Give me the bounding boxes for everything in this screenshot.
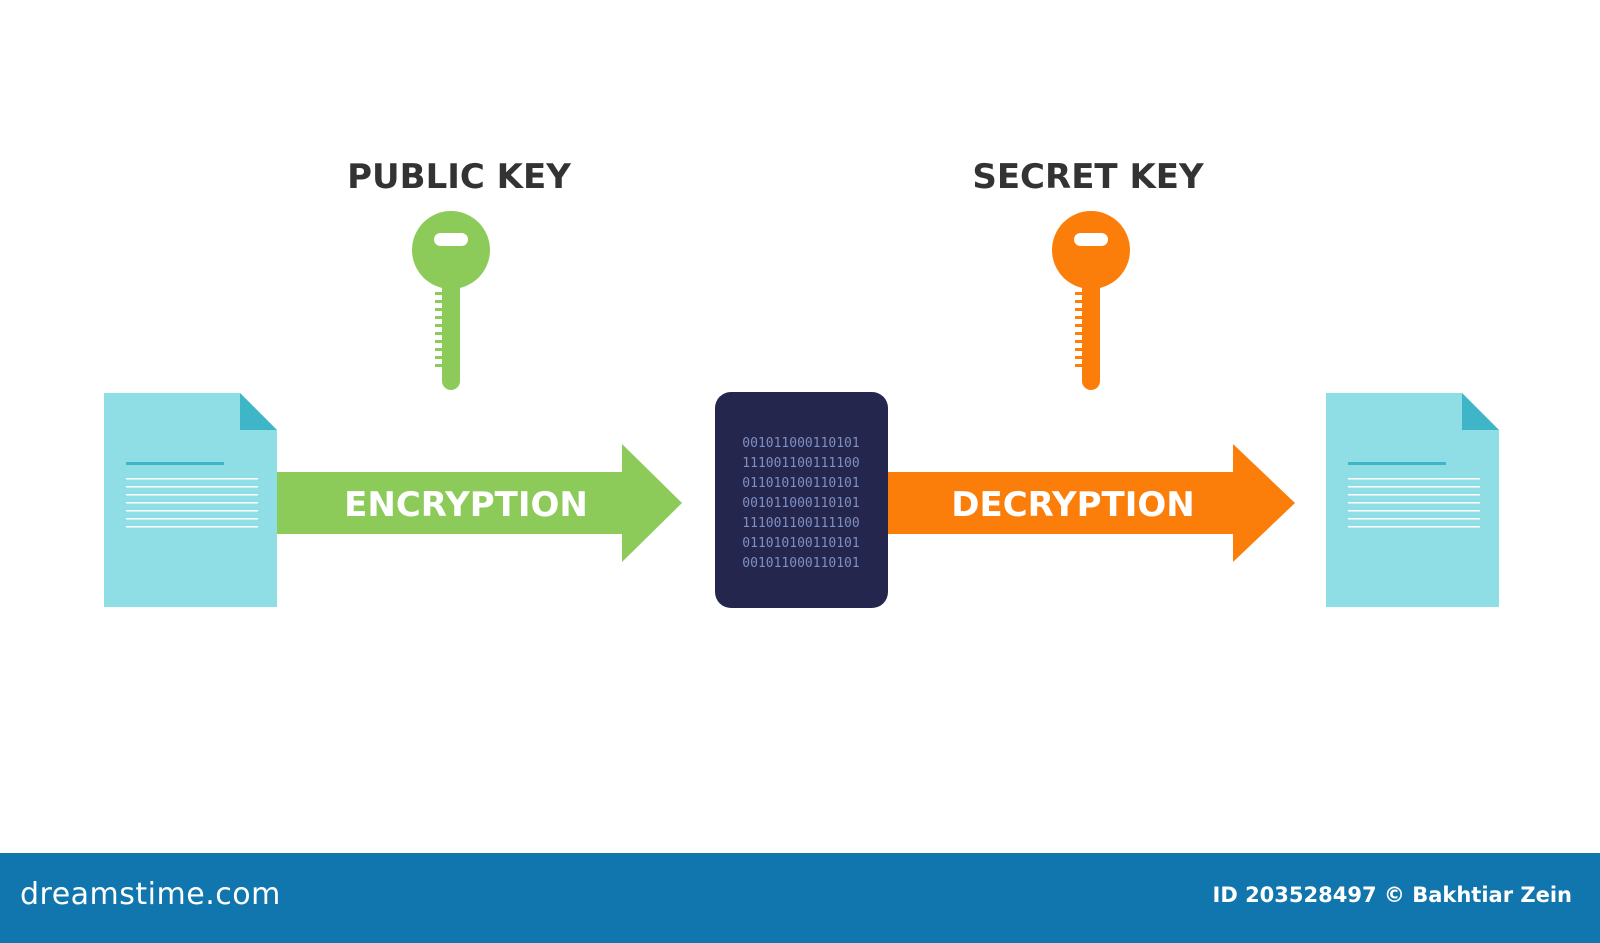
decryption-label: DECRYPTION [951, 485, 1194, 525]
watermark-footer: dreamstime.com ID 203528497 © Bakhtiar Z… [0, 853, 1600, 943]
svg-text:001011000110101: 001011000110101 [742, 556, 859, 571]
svg-text:011010100110101: 011010100110101 [742, 476, 859, 491]
ciphertext-block: 001011000110101 111001100111100 01101010… [715, 392, 888, 608]
public-key-icon [412, 211, 490, 390]
svg-text:111001100111100: 111001100111100 [742, 516, 859, 531]
svg-text:001011000110101: 001011000110101 [742, 496, 859, 511]
decrypted-document-icon [1326, 393, 1499, 607]
image-credit: ID 203528497 © Bakhtiar Zein [1212, 883, 1572, 907]
encryption-label: ENCRYPTION [344, 485, 588, 525]
svg-text:011010100110101: 011010100110101 [742, 536, 859, 551]
brand-logo: dreamstime.com [20, 877, 281, 912]
ciphertext-binary: 001011000110101 111001100111100 01101010… [742, 436, 859, 571]
encryption-diagram: ENCRYPTION PUBLIC KEY [104, 157, 1499, 608]
secret-key-label: SECRET KEY [972, 157, 1204, 197]
public-key-label: PUBLIC KEY [347, 157, 571, 197]
decryption-arrow: DECRYPTION [888, 444, 1295, 562]
svg-text:001011000110101: 001011000110101 [742, 436, 859, 451]
secret-key-icon [1052, 211, 1130, 390]
plaintext-document-icon [104, 393, 277, 607]
encryption-arrow: ENCRYPTION [277, 444, 682, 562]
svg-text:111001100111100: 111001100111100 [742, 456, 859, 471]
